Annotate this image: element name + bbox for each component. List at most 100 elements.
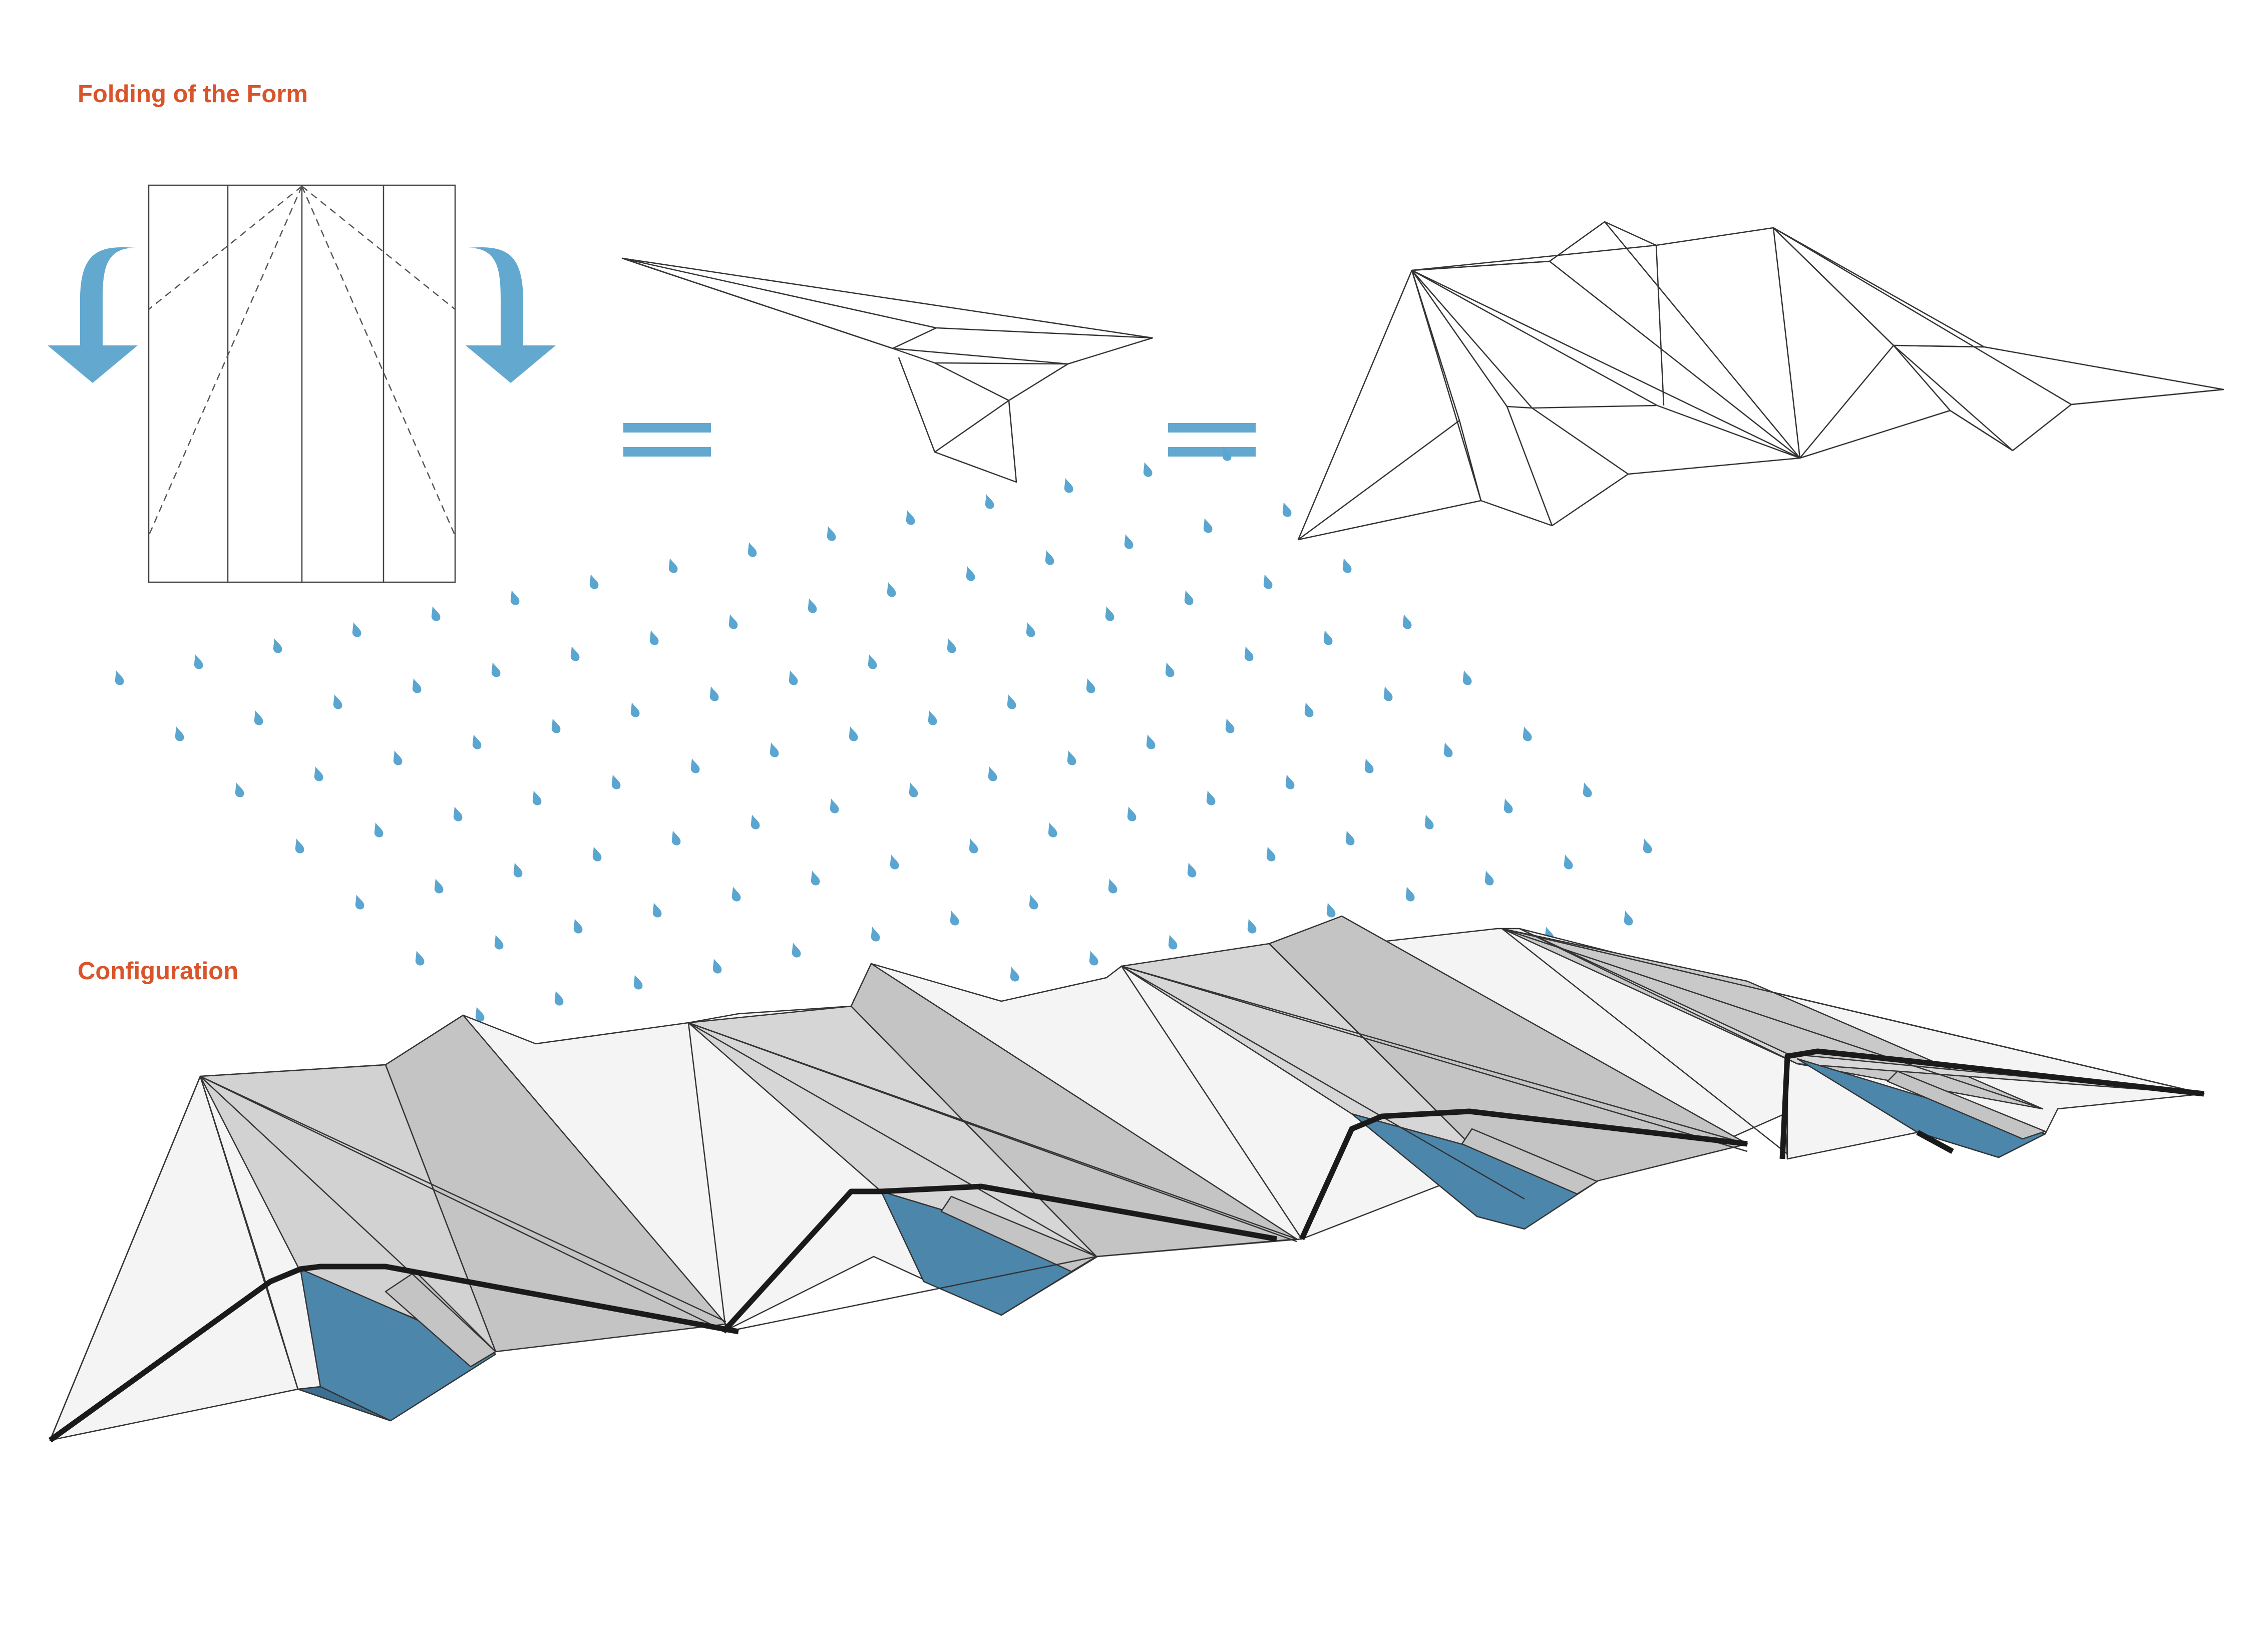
raindrop-icon xyxy=(1184,590,1194,605)
paper-sheet-step xyxy=(148,184,456,583)
raindrop-icon xyxy=(415,951,425,966)
raindrop-icon xyxy=(731,887,741,902)
raindrop-icon xyxy=(254,710,263,725)
equals-signs xyxy=(623,423,1256,457)
raindrop-icon xyxy=(871,927,880,942)
raindrop-icon xyxy=(649,630,659,645)
raindrop-icon xyxy=(589,574,599,589)
raindrop-icon xyxy=(652,903,662,918)
raindrop-icon xyxy=(374,822,384,838)
raindrop-icon xyxy=(1342,558,1352,573)
raindrop-icon xyxy=(1364,758,1374,773)
raindrop-icon xyxy=(1244,646,1254,661)
raindrop-icon xyxy=(827,526,836,541)
raindrop-icon xyxy=(966,566,975,581)
raindrop-icon xyxy=(1067,750,1076,765)
raindrop-icon xyxy=(1187,863,1197,878)
raindrop-icon xyxy=(1643,839,1652,854)
raindrop-icon xyxy=(1064,478,1073,493)
raindrop-icon xyxy=(431,606,441,621)
raindrop-icon xyxy=(295,839,304,854)
raindrop-icon xyxy=(1504,798,1513,813)
raindrop-icon xyxy=(611,774,621,789)
equals-sign-icon xyxy=(623,423,711,457)
raindrop-icon xyxy=(868,654,877,669)
raindrop-icon xyxy=(633,975,643,990)
curved-arrow-down-right-icon xyxy=(466,247,556,383)
raindrop-icon xyxy=(1564,855,1573,870)
raindrop-icon xyxy=(273,638,282,653)
raindrop-icon xyxy=(668,558,678,573)
raindrop-icon xyxy=(352,622,361,637)
raindrop-icon xyxy=(314,766,323,781)
raindrop-icon xyxy=(808,598,817,613)
raindrop-icon xyxy=(770,742,779,757)
raindrop-icon xyxy=(928,710,937,725)
raindrop-icon xyxy=(1266,847,1276,862)
raindrop-icon xyxy=(1203,518,1213,533)
raindrop-icon xyxy=(393,750,403,765)
raindrop-icon xyxy=(950,911,959,926)
raindrop-icon xyxy=(988,766,997,781)
raindrop-icon xyxy=(1168,935,1178,950)
raindrop-icon xyxy=(906,510,915,525)
raindrop-icon xyxy=(554,991,564,1006)
raindrop-icon xyxy=(1045,550,1054,565)
raindrop-icon xyxy=(1222,446,1232,461)
dashed-fold-line xyxy=(148,186,303,536)
raindrop-icon xyxy=(1383,686,1393,701)
raindrop-icon xyxy=(969,839,978,854)
raindrop-icon xyxy=(1443,742,1453,757)
raindrop-icon xyxy=(1206,790,1216,805)
fold-arrows xyxy=(48,247,556,383)
raindrop-icon xyxy=(747,542,757,557)
raindrop-icon xyxy=(1124,534,1134,549)
raindrop-icon xyxy=(712,959,722,974)
raindrop-icon xyxy=(592,847,602,862)
raindrop-icon xyxy=(849,726,858,741)
raindrop-icon xyxy=(1583,782,1592,797)
raindrop-icon xyxy=(355,895,364,910)
equals-sign-icon xyxy=(1168,423,1256,457)
raindrop-icon xyxy=(1010,967,1019,982)
raindrop-icon xyxy=(434,879,444,894)
raindrop-icon xyxy=(194,654,203,669)
raindrop-icon xyxy=(728,614,738,629)
paper-plane-outline xyxy=(621,257,1154,483)
raindrop-icon xyxy=(1108,879,1117,894)
raindrop-icon xyxy=(830,798,839,813)
raindrop-icon xyxy=(532,790,542,805)
raindrop-icon xyxy=(235,782,244,797)
raindrop-icon xyxy=(1225,718,1235,733)
raindrop-icon xyxy=(494,935,504,950)
raindrop-icon xyxy=(811,871,820,886)
raindrop-icon xyxy=(1165,662,1175,677)
raindrop-icon xyxy=(1247,919,1257,934)
raindrop-icon xyxy=(1146,734,1156,749)
raindrop-icon xyxy=(570,646,580,661)
raindrop-icon xyxy=(175,726,184,741)
dashed-fold-line xyxy=(301,186,456,536)
raindrop-icon xyxy=(887,582,896,597)
raindrop-icon xyxy=(630,702,640,717)
raindrop-icon xyxy=(491,662,501,677)
raindrop-icon xyxy=(947,638,956,653)
raindrop-icon xyxy=(792,943,801,958)
raindrop-icon xyxy=(1105,606,1114,621)
raindrop-icon xyxy=(1282,502,1292,517)
raindrop-icon xyxy=(115,670,124,685)
raindrop-icon xyxy=(573,919,583,934)
raindrop-icon xyxy=(1323,630,1333,645)
raindrop-icon xyxy=(1462,670,1472,685)
dashed-fold-line xyxy=(301,186,456,310)
raindrop-icon xyxy=(985,494,994,509)
raindrop-icon xyxy=(1026,622,1035,637)
raindrop-icon xyxy=(1127,806,1137,821)
raindrop-icon xyxy=(1624,911,1633,926)
raindrop-icon xyxy=(1086,678,1095,693)
raindrop-icon xyxy=(513,863,523,878)
raindrop-icon xyxy=(510,590,520,605)
section-title-configuration: Configuration xyxy=(78,958,239,985)
raindrop-icon xyxy=(1048,822,1057,838)
